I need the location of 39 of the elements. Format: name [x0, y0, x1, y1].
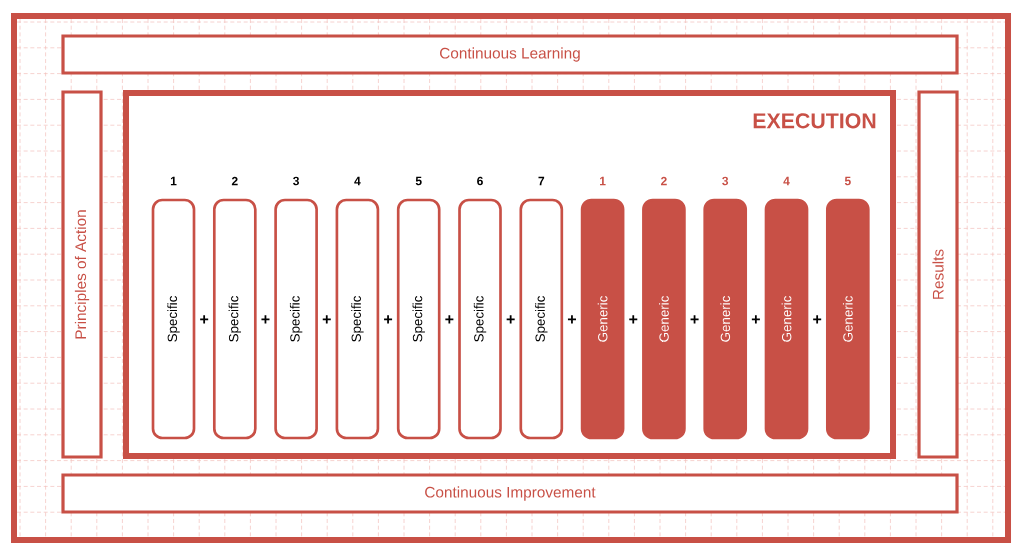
step-number: 4 [783, 176, 790, 186]
step-pill: Specific [335, 198, 380, 440]
plus-sign: + [200, 315, 209, 324]
plus-sign: + [690, 315, 699, 324]
step-number: 7 [538, 176, 545, 186]
step-number: 5 [415, 176, 422, 186]
side-box: Principles of Action [61, 90, 103, 459]
step-number: 6 [477, 176, 483, 186]
step-pill: Specific [212, 198, 257, 440]
step-pill: Specific [396, 198, 441, 440]
step-pill: Generic [580, 198, 625, 440]
banner-box: Continuous Learning [61, 34, 959, 75]
step-pill: Generic [764, 198, 809, 440]
step-pill: Generic [703, 198, 748, 440]
plus-sign: + [751, 315, 760, 324]
step-pill: Specific [519, 198, 564, 440]
step-pill: Specific [151, 198, 196, 440]
step-number: 5 [844, 176, 851, 186]
plus-sign: + [629, 315, 638, 324]
plus-sign: + [261, 315, 270, 324]
step-pill: Generic [642, 198, 686, 440]
step-number: 4 [354, 176, 361, 186]
step-pill: Generic [825, 198, 870, 440]
step-number: 3 [293, 176, 299, 186]
plus-sign: + [322, 315, 331, 324]
step-pill: Specific [274, 198, 318, 440]
step-number: 2 [231, 176, 238, 186]
step-number: 2 [661, 176, 667, 186]
plus-sign: + [567, 315, 576, 324]
plus-sign: + [445, 315, 454, 324]
step-pill: Specific [458, 198, 502, 440]
plus-sign: + [506, 315, 515, 324]
side-box: Results [917, 90, 959, 459]
banner-box: Continuous Improvement [61, 473, 959, 514]
plus-sign: + [384, 315, 393, 324]
step-number: 1 [600, 176, 606, 186]
step-number: 1 [170, 176, 177, 186]
step-number: 3 [722, 176, 729, 186]
plus-sign: + [813, 315, 822, 324]
